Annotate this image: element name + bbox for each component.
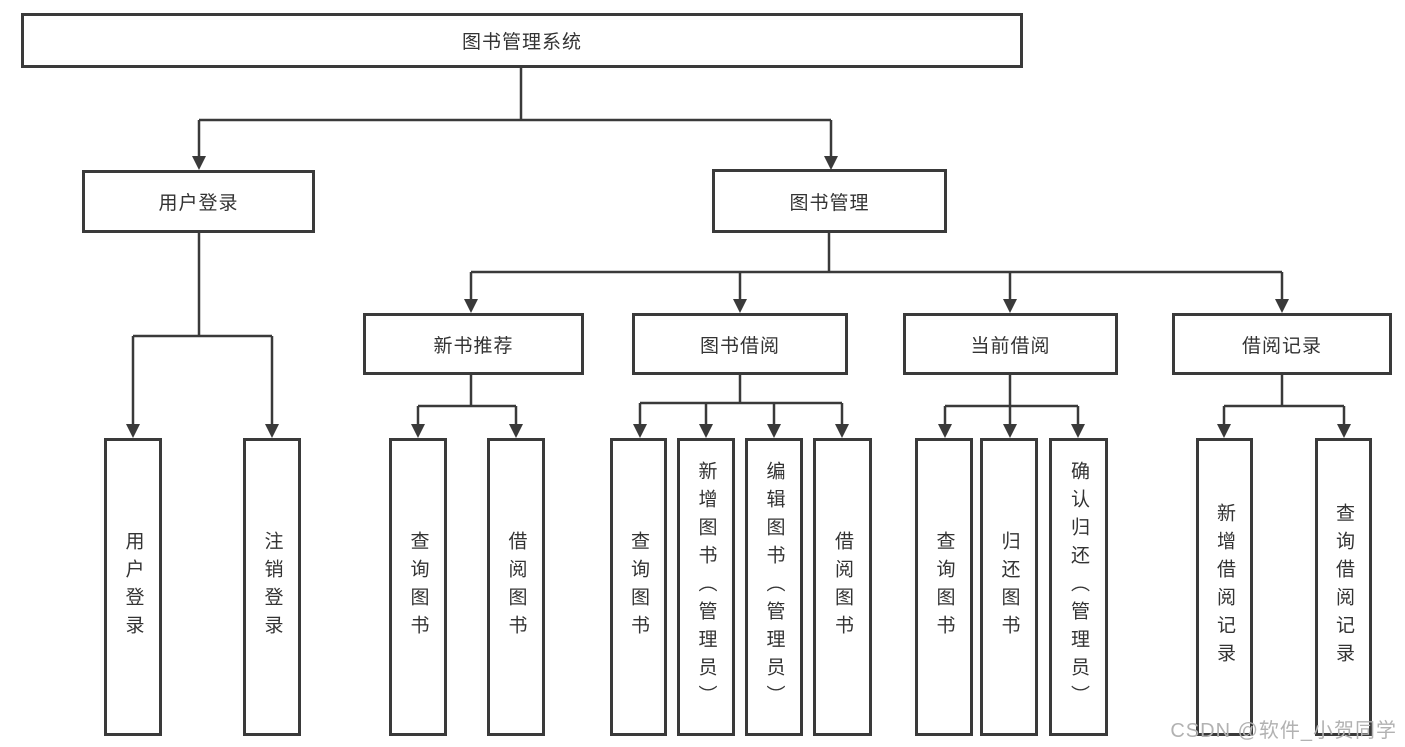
watermark: CSDN @软件_小贺同学 <box>1170 720 1397 742</box>
leaf-query-books-borrow: 查询图书 <box>610 438 667 736</box>
node-current-borrow-label: 当前借阅 <box>970 335 1051 357</box>
connector-book-management <box>464 233 1289 313</box>
leaf-user-login: 用户登录 <box>104 438 162 736</box>
node-root-label: 图书管理系统 <box>461 32 582 53</box>
node-new-book-label: 新书推荐 <box>433 335 514 357</box>
connector-new-book <box>411 375 523 438</box>
connector-user-login <box>126 233 279 438</box>
leaf-add-books-admin-label: 新增图书（管理员） <box>695 461 717 713</box>
connector-current-borrow <box>938 375 1085 438</box>
node-current-borrow: 当前借阅 <box>903 313 1118 375</box>
leaf-confirm-return-admin-label: 确认归还（管理员） <box>1068 461 1089 713</box>
connector-book-borrow <box>633 375 849 438</box>
leaf-borrow-books: 借阅图书 <box>813 438 872 736</box>
leaf-query-borrow-record-label: 查询借阅记录 <box>1333 503 1354 671</box>
leaf-edit-books-admin-label: 编辑图书（管理员） <box>763 461 785 713</box>
leaf-borrow-books-recommend: 借阅图书 <box>487 438 545 736</box>
leaf-query-books-recommend: 查询图书 <box>389 438 447 736</box>
leaf-borrow-books-recommend-label: 借阅图书 <box>505 531 527 643</box>
node-book-management: 图书管理 <box>712 169 947 233</box>
connector-borrow-records <box>1217 375 1351 438</box>
leaf-add-borrow-record: 新增借阅记录 <box>1196 438 1253 736</box>
node-root: 图书管理系统 <box>21 13 1023 68</box>
node-book-management-label: 图书管理 <box>789 192 870 214</box>
leaf-logout-label: 注销登录 <box>261 531 283 643</box>
leaf-return-books: 归还图书 <box>980 438 1038 736</box>
node-borrow-records: 借阅记录 <box>1172 313 1392 375</box>
leaf-query-books-recommend-label: 查询图书 <box>407 531 429 643</box>
connector-root <box>192 68 838 170</box>
node-book-borrow: 图书借阅 <box>632 313 848 375</box>
node-new-book-recommend: 新书推荐 <box>363 313 584 375</box>
leaf-query-books-current: 查询图书 <box>915 438 973 736</box>
leaf-borrow-books-label: 借阅图书 <box>832 531 853 643</box>
leaf-query-borrow-record: 查询借阅记录 <box>1315 438 1372 736</box>
leaf-add-borrow-record-label: 新增借阅记录 <box>1214 503 1235 671</box>
leaf-add-books-admin: 新增图书（管理员） <box>677 438 735 736</box>
leaf-edit-books-admin: 编辑图书（管理员） <box>745 438 803 736</box>
leaf-query-books-borrow-label: 查询图书 <box>628 531 649 643</box>
node-user-login: 用户登录 <box>82 170 315 233</box>
leaf-query-books-current-label: 查询图书 <box>933 531 955 643</box>
leaf-return-books-label: 归还图书 <box>998 531 1020 643</box>
node-book-borrow-label: 图书借阅 <box>699 335 780 357</box>
node-user-login-label: 用户登录 <box>158 193 239 214</box>
leaf-logout: 注销登录 <box>243 438 301 736</box>
leaf-confirm-return-admin: 确认归还（管理员） <box>1049 438 1108 736</box>
leaf-user-login-label: 用户登录 <box>122 531 144 643</box>
node-borrow-records-label: 借阅记录 <box>1241 335 1322 357</box>
